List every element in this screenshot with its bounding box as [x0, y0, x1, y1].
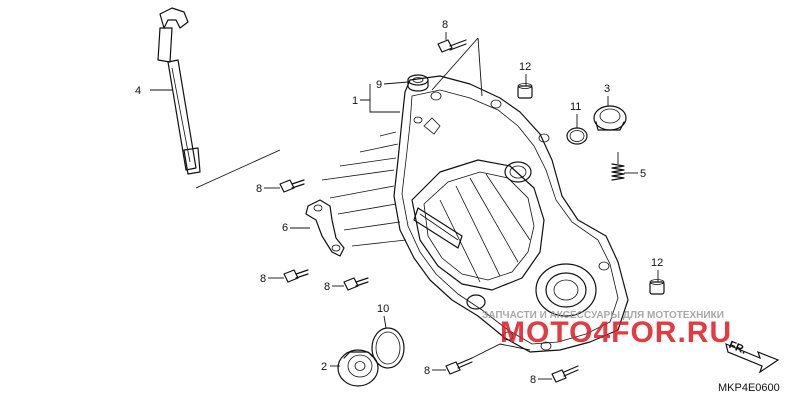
callout-8-left-low: 8	[324, 281, 330, 293]
callout-3: 3	[604, 83, 610, 95]
bolt-part-8-bottom-left	[445, 357, 473, 375]
watermark-slogan: ЗАПЧАСТИ И АКСЕССУАРЫ ДЛЯ МОТОТЕХНИКИ	[482, 310, 724, 321]
callout-9: 9	[376, 79, 382, 91]
callout-2: 2	[321, 361, 327, 373]
cap-part-2	[337, 349, 379, 387]
callout-8-left-mid: 8	[260, 273, 266, 285]
spring-part-5	[611, 152, 625, 181]
diagram-code: MKP4E0600	[718, 382, 780, 394]
bolt-part-8-left-upper	[279, 179, 305, 193]
callout-12-right: 12	[651, 257, 663, 269]
o-ring-part-10	[371, 327, 405, 369]
callout-8-left-upper: 8	[256, 183, 262, 195]
bolt-part-8-left-mid	[283, 269, 309, 283]
bolt-part-8-left-low	[343, 277, 369, 291]
callout-5: 5	[640, 168, 646, 180]
rod-part-4	[150, 7, 281, 189]
bracket-part-6	[305, 199, 345, 257]
crankcase-cover-part-1	[321, 75, 629, 353]
collar-part-9	[407, 74, 429, 92]
callout-8-bottom-right: 8	[530, 374, 536, 386]
bolt-part-8-top	[437, 39, 467, 53]
callout-8-top: 8	[442, 19, 448, 31]
filler-cap-part-3	[593, 105, 627, 131]
callout-8-bottom-left: 8	[424, 365, 430, 377]
callout-1: 1	[352, 95, 358, 107]
watermark: MOTO4FOR.RU ЗАПЧАСТИ И АКСЕССУАРЫ ДЛЯ МО…	[482, 310, 732, 349]
dowel-part-12-top	[517, 83, 533, 99]
front-direction-arrow: FR.	[725, 339, 780, 374]
watermark-site: MOTO4FOR.RU	[500, 316, 732, 349]
callout-10: 10	[377, 303, 389, 315]
o-ring-part-11	[566, 127, 588, 145]
callout-4: 4	[135, 85, 141, 97]
callout-group: 8 9 1 12 3 11 5 4 8 6 8 8	[135, 19, 663, 386]
callout-12-top: 12	[519, 61, 531, 73]
callout-6: 6	[282, 222, 288, 234]
dowel-part-12-right	[649, 279, 665, 295]
bolt-part-8-bottom-right	[551, 365, 579, 383]
callout-11: 11	[570, 101, 581, 113]
